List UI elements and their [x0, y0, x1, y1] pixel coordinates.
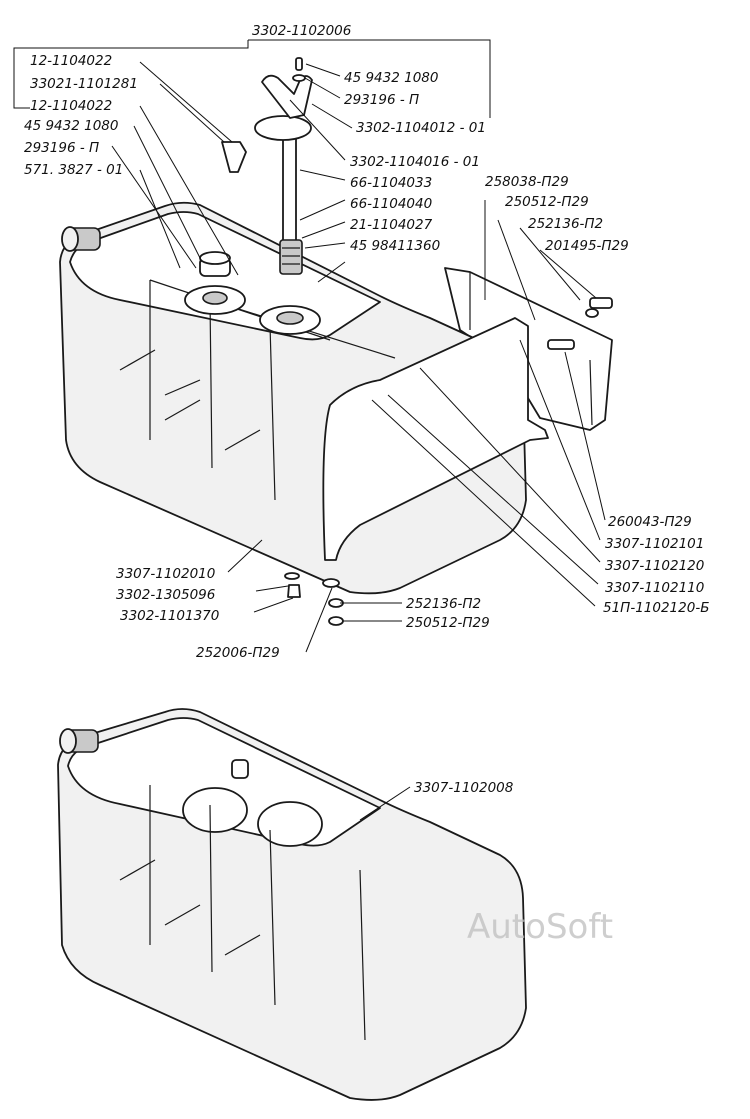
label-l2: 33021-1101281	[30, 76, 138, 92]
label-b2: 3302-1305096	[116, 587, 215, 603]
fuel-intake-tube	[282, 129, 297, 251]
leader-lines-top	[13, 39, 606, 653]
label-b1: 3307-1102010	[116, 566, 215, 582]
part-labels: 3302-1102006 12-1104022 33021-1101281 12…	[24, 23, 709, 796]
label-r15: 3307-1102120	[605, 558, 704, 574]
label-l5: 293196 - П	[24, 140, 99, 156]
drain-plug-washer	[284, 572, 300, 580]
intake-cover	[257, 801, 323, 847]
label-assembly-top: 3302-1102006	[252, 23, 351, 39]
label-r2: 293196 - П	[344, 92, 419, 108]
bracket-bolt	[589, 297, 613, 309]
washer-bottom-1	[322, 578, 340, 588]
washer-top	[292, 74, 306, 82]
label-r16: 3307-1102110	[605, 580, 704, 596]
label-l4: 45 9432 1080	[24, 118, 118, 134]
label-r12: 201495-П29	[545, 238, 629, 254]
screw-top	[295, 57, 303, 71]
label-r9: 258038-П29	[485, 174, 569, 190]
tank-strap-rear	[322, 317, 549, 561]
label-r3: 3302-1104012 - 01	[356, 120, 486, 136]
label-b3: 3302-1101370	[120, 608, 219, 624]
intake-filter	[279, 239, 303, 275]
label-bottom-assembly: 3307-1102008	[414, 780, 513, 796]
top-fuel-tank-assembly	[59, 57, 613, 626]
label-r4: 3302-1104016 - 01	[350, 154, 480, 170]
label-r17: 51П-1102120-Б	[603, 600, 709, 616]
label-r10: 250512-П29	[505, 194, 589, 210]
label-r5: 66-1104033	[350, 175, 432, 191]
label-l3: 12-1104022	[30, 98, 112, 114]
label-r11: 252136-П2	[528, 216, 603, 232]
label-b4: 252136-П2	[406, 596, 481, 612]
label-l1: 12-1104022	[30, 53, 112, 69]
drain-fitting	[221, 141, 247, 173]
label-l6: 571. 3827 - 01	[24, 162, 123, 178]
drain-plug	[287, 584, 301, 598]
label-r6: 66-1104040	[350, 196, 432, 212]
label-r8: 45 98411360	[350, 238, 440, 254]
label-r7: 21-1104027	[350, 217, 433, 233]
label-r14: 3307-1102101	[605, 536, 704, 552]
label-b6: 252006-П29	[196, 645, 280, 661]
label-r1: 45 9432 1080	[344, 70, 438, 86]
label-b5: 250512-П29	[406, 615, 490, 631]
strap-bolt	[547, 339, 575, 350]
bottom-fuel-tank-assembly	[57, 708, 527, 1101]
sender-cover	[182, 787, 248, 833]
watermark: AutoSoft	[467, 907, 613, 947]
nut-bottom	[328, 616, 344, 626]
label-r13: 260043-П29	[608, 514, 692, 530]
intake-top-flange	[254, 115, 312, 141]
